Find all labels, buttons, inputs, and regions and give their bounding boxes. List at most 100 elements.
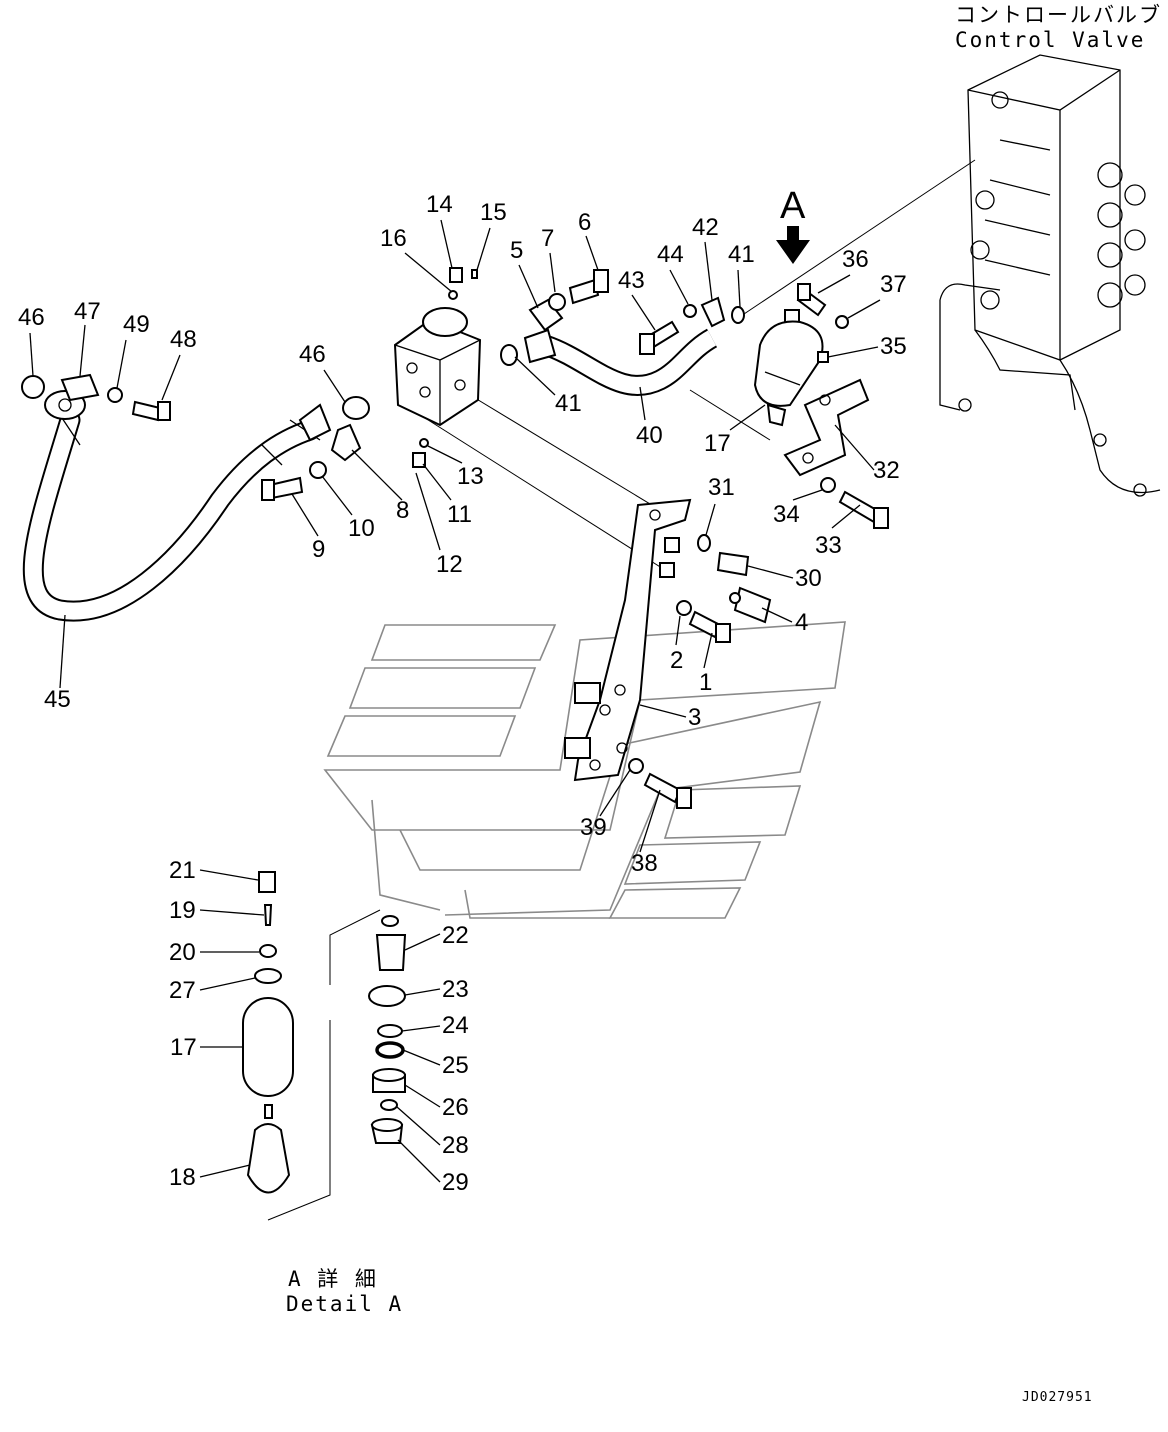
part-label-45: 45 [44, 686, 71, 713]
part-label-12: 12 [436, 551, 463, 578]
part-label-20: 20 [169, 939, 196, 966]
part-label-6: 6 [578, 209, 591, 236]
washer-2 [676, 600, 692, 616]
washer-37 [835, 315, 849, 329]
leader-line-41b [737, 269, 741, 308]
bolt-33 [838, 490, 889, 529]
part-label-10: 10 [348, 515, 375, 542]
part-label-19: 19 [169, 897, 196, 924]
part-label-28: 28 [442, 1132, 469, 1159]
ring-23 [368, 985, 406, 1007]
part-label-21: 21 [169, 857, 196, 884]
leader-line-49 [116, 339, 127, 389]
part-label-27: 27 [169, 977, 196, 1004]
part-label-30: 30 [795, 565, 822, 592]
washer-34 [820, 477, 836, 493]
leader-line-37 [847, 299, 881, 319]
leader-line-5 [518, 264, 539, 309]
part-label-17-detail: 17 [170, 1034, 197, 1061]
plate-3 [564, 498, 692, 782]
part-label-35: 35 [880, 333, 907, 360]
leader-line-15 [476, 227, 491, 271]
bolt-48 [131, 400, 171, 422]
view-arrow: A [776, 185, 810, 264]
nut-20 [259, 944, 277, 958]
oring-41-right [731, 306, 745, 324]
leader-line-17a [729, 404, 766, 431]
part-labels: 1 2 3 4 5 6 7 8 9 10 11 12 13 14 15 16 1… [18, 191, 907, 1196]
control-valve-label-en: Control Valve [955, 28, 1145, 52]
part-label-46-center: 46 [299, 341, 326, 368]
bracket-32 [783, 378, 870, 477]
oring-41-left [500, 344, 518, 366]
bolt-36 [796, 283, 827, 317]
leader-line-24 [401, 1025, 441, 1032]
part-label-22: 22 [442, 922, 469, 949]
leader-line-31 [705, 503, 716, 536]
part-label-29: 29 [442, 1169, 469, 1196]
part-label-46-left: 46 [18, 304, 45, 331]
part-label-8: 8 [396, 497, 409, 524]
leader-line-10 [321, 475, 353, 516]
leader-line-9 [291, 493, 319, 537]
leader-line-1 [703, 632, 713, 669]
part-label-18: 18 [169, 1164, 196, 1191]
leader-line-40 [639, 386, 646, 421]
hose-45 [22, 409, 321, 622]
blocks-plate [659, 537, 680, 578]
part-label-25: 25 [442, 1052, 469, 1079]
part-label-15: 15 [480, 199, 507, 226]
nut-35 [817, 351, 829, 363]
leader-line-8 [351, 449, 403, 501]
oring-13 [419, 438, 429, 448]
leader-line-32 [834, 424, 875, 471]
part-label-7: 7 [541, 225, 554, 252]
leader-line-6 [585, 235, 599, 271]
part-label-47: 47 [74, 298, 101, 325]
leader-line-25 [402, 1049, 441, 1066]
part-label-23: 23 [442, 976, 469, 1003]
part-label-1: 1 [699, 669, 712, 696]
fitting-30 [716, 551, 750, 577]
control-valve-drawing [939, 54, 1161, 497]
part-label-41-right: 41 [728, 241, 755, 268]
leader-line-43 [631, 294, 656, 331]
part-label-2: 2 [670, 647, 683, 674]
leader-line-42 [704, 241, 713, 301]
leader-line-2 [675, 615, 681, 646]
part-label-37: 37 [880, 271, 907, 298]
hose-fitting-left [298, 403, 332, 442]
cap-21 [258, 871, 276, 893]
washer-7 [548, 293, 566, 311]
leader-line-46b [323, 369, 346, 403]
part-label-33: 33 [815, 532, 842, 559]
part-label-42: 42 [692, 214, 719, 241]
oring-46-left [21, 375, 45, 399]
part-label-31: 31 [708, 474, 735, 501]
oring-22a [381, 915, 399, 927]
leader-line-22 [404, 933, 441, 951]
leader-line-19 [199, 909, 265, 916]
leader-line-29 [397, 1139, 441, 1183]
accumulator-17-installed [753, 309, 824, 427]
leader-line-18 [199, 1164, 251, 1178]
leader-line-41a [514, 356, 556, 396]
leader-line-14 [440, 219, 453, 269]
part-label-9: 9 [312, 536, 325, 563]
leader-line-28 [396, 1106, 441, 1146]
washer-27 [254, 968, 282, 984]
bolt-9 [261, 476, 304, 501]
leader-line-39 [599, 769, 631, 817]
bolt-6 [568, 269, 609, 305]
part-label-43: 43 [618, 267, 645, 294]
part-label-41-left: 41 [555, 390, 582, 417]
washer-39 [628, 758, 644, 774]
part-label-13: 13 [457, 463, 484, 490]
detail-label-en: Detail A [286, 1292, 403, 1316]
shell-17 [242, 997, 294, 1097]
part-label-39: 39 [580, 814, 607, 841]
leader-line-4 [761, 607, 793, 623]
valve-block [393, 307, 482, 427]
leader-line-33 [831, 504, 861, 529]
